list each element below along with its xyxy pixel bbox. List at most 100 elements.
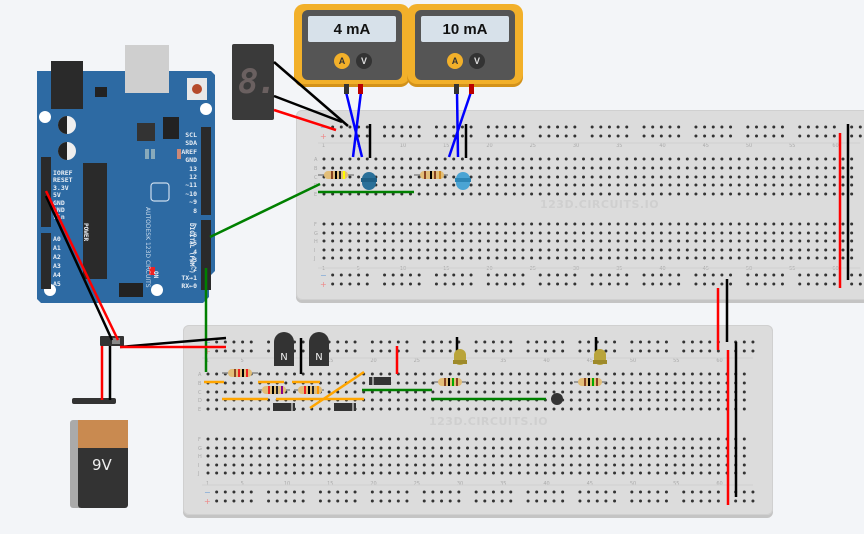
breadboard-hole[interactable] <box>232 471 236 475</box>
breadboard-hole[interactable] <box>521 239 525 243</box>
breadboard-hole[interactable] <box>383 231 387 235</box>
rail-hole[interactable] <box>293 490 296 494</box>
breadboard-hole[interactable] <box>486 183 490 187</box>
rail-hole[interactable] <box>850 125 854 129</box>
breadboard-hole[interactable] <box>491 372 495 376</box>
breadboard-hole[interactable] <box>391 175 395 179</box>
breadboard-hole[interactable] <box>578 471 582 475</box>
rail-hole[interactable] <box>469 273 473 277</box>
breadboard-hole[interactable] <box>267 381 271 385</box>
rail-hole[interactable] <box>755 282 758 286</box>
breadboard-hole[interactable] <box>293 372 296 376</box>
breadboard-hole[interactable] <box>613 398 617 402</box>
breadboard-hole[interactable] <box>495 175 499 179</box>
breadboard-hole[interactable] <box>685 239 689 243</box>
breadboard-hole[interactable] <box>685 157 689 161</box>
breadboard-hole[interactable] <box>708 446 712 450</box>
breadboard-hole[interactable] <box>561 381 565 385</box>
rail-hole[interactable] <box>538 282 542 286</box>
rail-hole[interactable] <box>616 134 620 138</box>
breadboard-hole[interactable] <box>538 231 542 235</box>
breadboard-hole[interactable] <box>746 166 750 170</box>
rail-hole[interactable] <box>417 125 421 129</box>
breadboard-hole[interactable] <box>339 183 343 187</box>
rail-hole[interactable] <box>538 273 542 277</box>
breadboard-hole[interactable] <box>682 437 686 441</box>
breadboard-hole[interactable] <box>651 222 655 226</box>
breadboard-hole[interactable] <box>409 175 412 179</box>
breadboard-hole[interactable] <box>725 437 729 441</box>
breadboard-hole[interactable] <box>457 471 461 475</box>
breadboard-hole[interactable] <box>483 454 487 458</box>
breadboard-hole[interactable] <box>673 471 677 475</box>
breadboard-hole[interactable] <box>353 407 357 411</box>
breadboard-hole[interactable] <box>357 239 361 243</box>
rail-hole[interactable] <box>599 125 603 129</box>
breadboard-hole[interactable] <box>815 248 819 252</box>
rail-hole[interactable] <box>526 340 530 344</box>
breadboard-hole[interactable] <box>405 471 409 475</box>
breadboard-hole[interactable] <box>806 239 810 243</box>
breadboard-hole[interactable] <box>215 437 219 441</box>
rail-hole[interactable] <box>815 273 819 277</box>
rail-hole[interactable] <box>353 490 357 494</box>
breadboard-hole[interactable] <box>772 256 776 260</box>
breadboard-hole[interactable] <box>578 390 582 394</box>
breadboard-hole[interactable] <box>742 463 746 467</box>
rail-hole[interactable] <box>858 273 862 277</box>
rail-hole[interactable] <box>486 273 490 277</box>
breadboard-hole[interactable] <box>344 407 348 411</box>
breadboard-hole[interactable] <box>362 454 366 458</box>
rail-hole[interactable] <box>763 134 767 138</box>
breadboard-hole[interactable] <box>668 166 672 170</box>
rail-hole[interactable] <box>656 340 660 344</box>
breadboard-hole[interactable] <box>737 239 741 243</box>
rail-hole[interactable] <box>339 282 343 286</box>
breadboard-hole[interactable] <box>275 463 279 467</box>
breadboard-hole[interactable] <box>556 175 560 179</box>
breadboard-hole[interactable] <box>806 157 810 161</box>
breadboard-hole[interactable] <box>284 372 288 376</box>
breadboard-hole[interactable] <box>547 183 551 187</box>
rail-hole[interactable] <box>564 125 568 129</box>
breadboard-hole[interactable] <box>452 183 456 187</box>
breadboard-hole[interactable] <box>538 239 542 243</box>
breadboard-hole[interactable] <box>426 157 430 161</box>
breadboard-hole[interactable] <box>509 372 513 376</box>
breadboard-hole[interactable] <box>339 166 343 170</box>
breadboard-hole[interactable] <box>469 231 473 235</box>
breadboard-hole[interactable] <box>504 183 508 187</box>
rail-hole[interactable] <box>780 282 784 286</box>
breadboard-hole[interactable] <box>607 239 611 243</box>
breadboard-hole[interactable] <box>613 454 617 458</box>
breadboard-hole[interactable] <box>569 463 573 467</box>
breadboard-hole[interactable] <box>391 166 395 170</box>
rail-hole[interactable] <box>512 125 516 129</box>
breadboard-hole[interactable] <box>348 248 352 252</box>
breadboard-hole[interactable] <box>301 446 305 450</box>
breadboard-hole[interactable] <box>336 390 340 394</box>
breadboard-hole[interactable] <box>656 437 660 441</box>
rail-hole[interactable] <box>293 349 296 353</box>
breadboard-hole[interactable] <box>755 231 758 235</box>
breadboard-hole[interactable] <box>806 222 810 226</box>
rail-hole[interactable] <box>535 349 539 353</box>
breadboard-hole[interactable] <box>357 183 361 187</box>
breadboard-hole[interactable] <box>716 372 720 376</box>
breadboard-hole[interactable] <box>806 192 810 196</box>
rail-hole[interactable] <box>664 340 668 344</box>
breadboard-hole[interactable] <box>677 183 681 187</box>
breadboard-hole[interactable] <box>599 166 603 170</box>
breadboard-hole[interactable] <box>673 463 677 467</box>
breadboard-hole[interactable] <box>215 454 219 458</box>
breadboard-hole[interactable] <box>711 175 715 179</box>
rail-hole[interactable] <box>370 490 374 494</box>
slide-switch[interactable] <box>100 336 124 346</box>
breadboard-hole[interactable] <box>474 372 478 376</box>
breadboard-hole[interactable] <box>720 222 724 226</box>
breadboard-hole[interactable] <box>241 398 245 402</box>
breadboard-hole[interactable] <box>716 398 720 402</box>
rail-hole[interactable] <box>832 125 836 129</box>
breadboard-hole[interactable] <box>327 454 331 458</box>
